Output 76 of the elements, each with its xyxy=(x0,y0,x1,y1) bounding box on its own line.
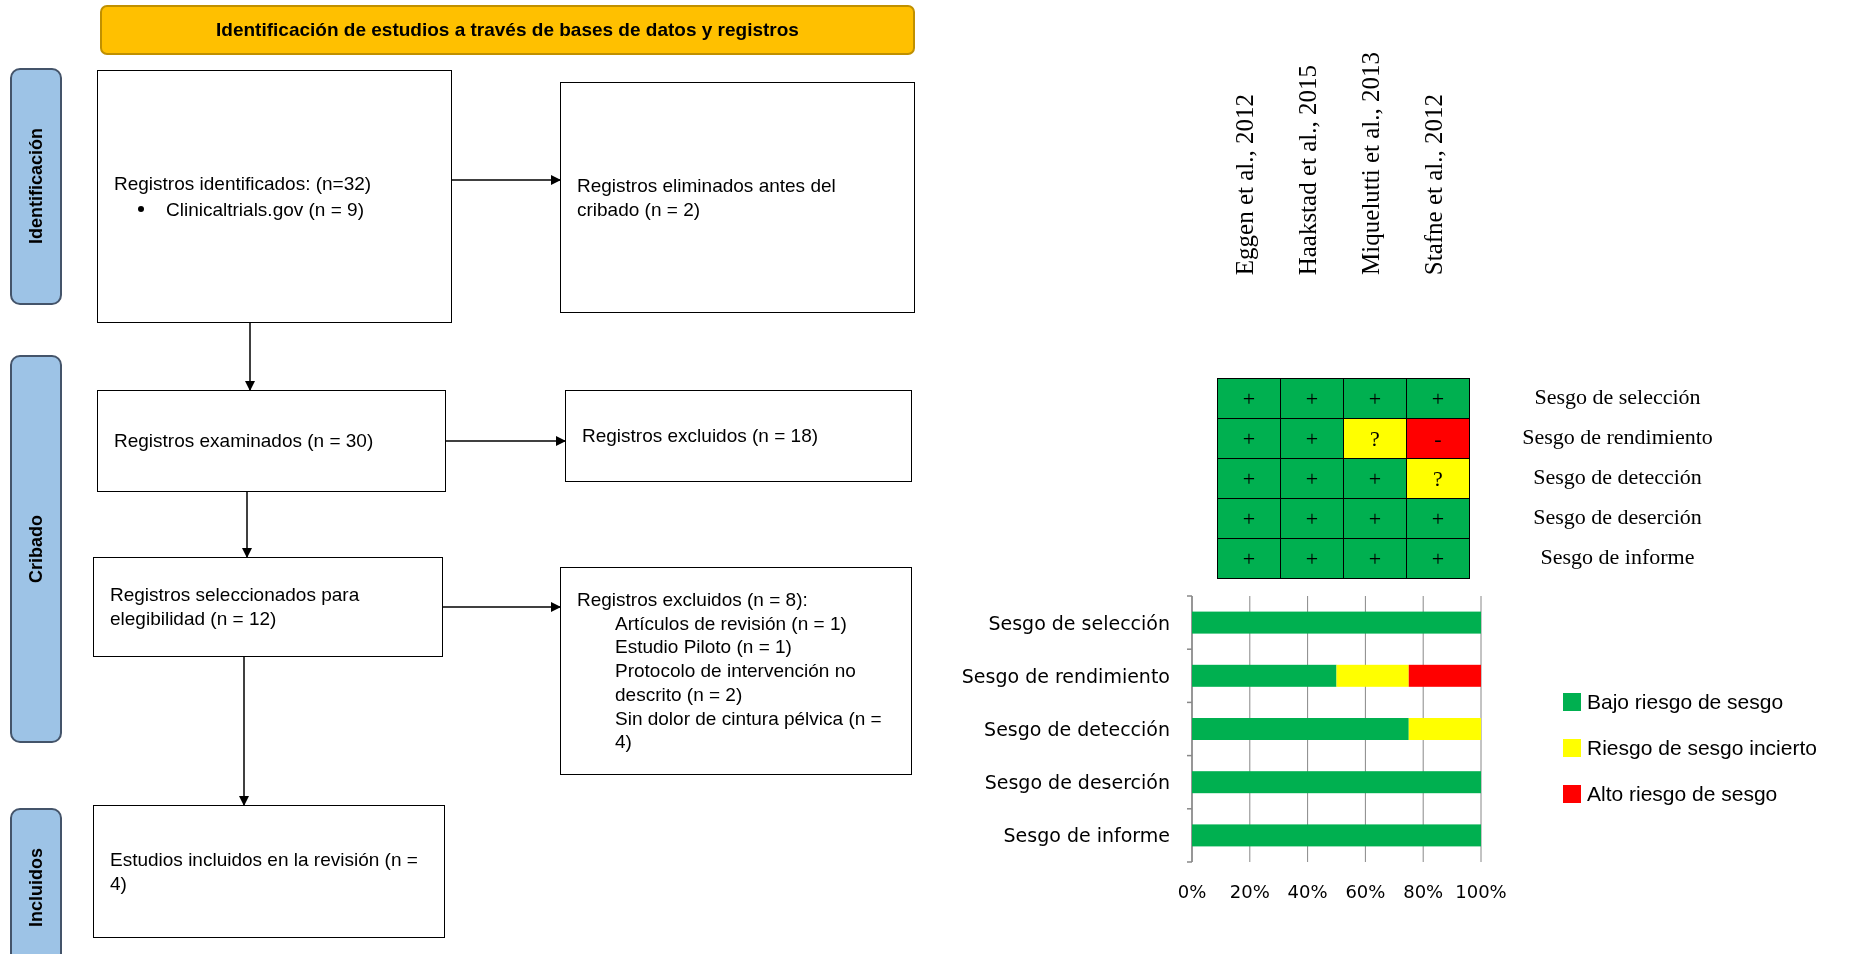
process-box xyxy=(97,390,446,492)
box-text: Registros identificados: (n=32) xyxy=(114,171,373,196)
column-header: Stafne et al., 2012 xyxy=(1420,93,1448,275)
arrow xyxy=(445,436,566,446)
rating-cell: + xyxy=(1343,538,1407,579)
rating-cell: + xyxy=(1343,378,1407,419)
list-item: Artículos de revisión (n = 1) xyxy=(614,611,848,636)
rating-cell: + xyxy=(1280,538,1344,579)
tick-label: 20% xyxy=(1229,881,1270,902)
tick-label: 0% xyxy=(1177,881,1207,902)
row-label: Sesgo de selección xyxy=(1533,384,1702,410)
category-label: Sesgo de informe xyxy=(1003,824,1170,847)
list-item: Protocolo de intervención no descrito (n = 2) xyxy=(614,659,857,707)
rating-cell: + xyxy=(1217,498,1281,539)
box-text: Estudios incluidos en la revisión (n = 4) xyxy=(110,847,419,896)
category-label: Sesgo de selección xyxy=(988,611,1170,634)
box-text: Registros eliminados antes del cribado (n = 2) xyxy=(577,173,837,222)
column-header: Eggen et al., 2012 xyxy=(1231,93,1259,275)
process-box xyxy=(560,567,912,775)
arrow xyxy=(239,656,249,806)
phase-band xyxy=(10,355,62,743)
rating-cell: + xyxy=(1280,418,1344,459)
rating-cell: - xyxy=(1406,418,1470,459)
rating-cell: + xyxy=(1217,418,1281,459)
phase-label: Cribado xyxy=(25,515,47,583)
process-box xyxy=(97,70,452,323)
rating-cell: + xyxy=(1343,498,1407,539)
header-banner xyxy=(100,5,915,55)
column-header: Miquelutti et al., 2013 xyxy=(1357,52,1385,275)
category-label: Sesgo de rendimiento xyxy=(961,664,1170,687)
row-label: Sesgo de informe xyxy=(1539,544,1696,570)
tick-label: 40% xyxy=(1287,881,1328,902)
phase-label: Incluidos xyxy=(25,848,47,928)
rating-cell: + xyxy=(1217,378,1281,419)
process-box xyxy=(565,390,912,482)
category-label: Sesgo de deserción xyxy=(984,771,1170,794)
box-text: Registros excluidos (n = 18) xyxy=(582,424,820,448)
list-item: Estudio Piloto (n = 1) xyxy=(614,635,793,660)
header-title: Identificación de estudios a través de bases de datos y registros xyxy=(216,19,799,41)
row-label: Sesgo de detección xyxy=(1532,464,1703,490)
rating-cell: + xyxy=(1280,458,1344,499)
phase-band xyxy=(10,808,62,954)
process-box xyxy=(93,557,443,657)
list-item: Clinicaltrials.gov (n = 9) xyxy=(166,197,364,222)
arrow xyxy=(242,491,252,558)
list-item: Sin dolor de cintura pélvica (n = 4) xyxy=(614,706,883,755)
rating-cell: + xyxy=(1280,378,1344,419)
arrow xyxy=(442,602,561,612)
box-text: Registros excluidos (n = 8): xyxy=(577,587,809,612)
arrow xyxy=(451,175,561,185)
row-label: Sesgo de deserción xyxy=(1532,504,1703,530)
rating-cell: + xyxy=(1343,458,1407,499)
tick-label: 60% xyxy=(1345,881,1386,902)
legend-label: Bajo riesgo de sesgo xyxy=(1587,690,1784,714)
column-header: Haakstad et al., 2015 xyxy=(1294,64,1322,275)
tick-label: 80% xyxy=(1403,881,1444,902)
rating-cell: + xyxy=(1406,538,1470,579)
rating-cell: + xyxy=(1217,538,1281,579)
box-text: Registros examinados (n = 30) xyxy=(114,429,375,453)
tick-label: 100% xyxy=(1455,881,1507,902)
box-text: Registros seleccionados para elegibilidad (n = 12) xyxy=(110,583,361,631)
rating-cell: ? xyxy=(1406,458,1470,499)
rating-cell: + xyxy=(1217,458,1281,499)
rating-cell: + xyxy=(1406,378,1470,419)
legend-label: Alto riesgo de sesgo xyxy=(1587,782,1778,806)
rating-cell: + xyxy=(1406,498,1470,539)
phase-band xyxy=(10,68,62,305)
category-label: Sesgo de detección xyxy=(984,718,1170,740)
row-label: Sesgo de rendimiento xyxy=(1521,424,1714,450)
legend-label: Riesgo de sesgo incierto xyxy=(1587,736,1817,760)
process-box xyxy=(560,82,915,313)
rating-cell: ? xyxy=(1343,418,1407,459)
rating-cell: + xyxy=(1280,498,1344,539)
process-box xyxy=(93,805,445,938)
phase-label: Identificación xyxy=(25,128,47,245)
arrow xyxy=(245,322,255,391)
